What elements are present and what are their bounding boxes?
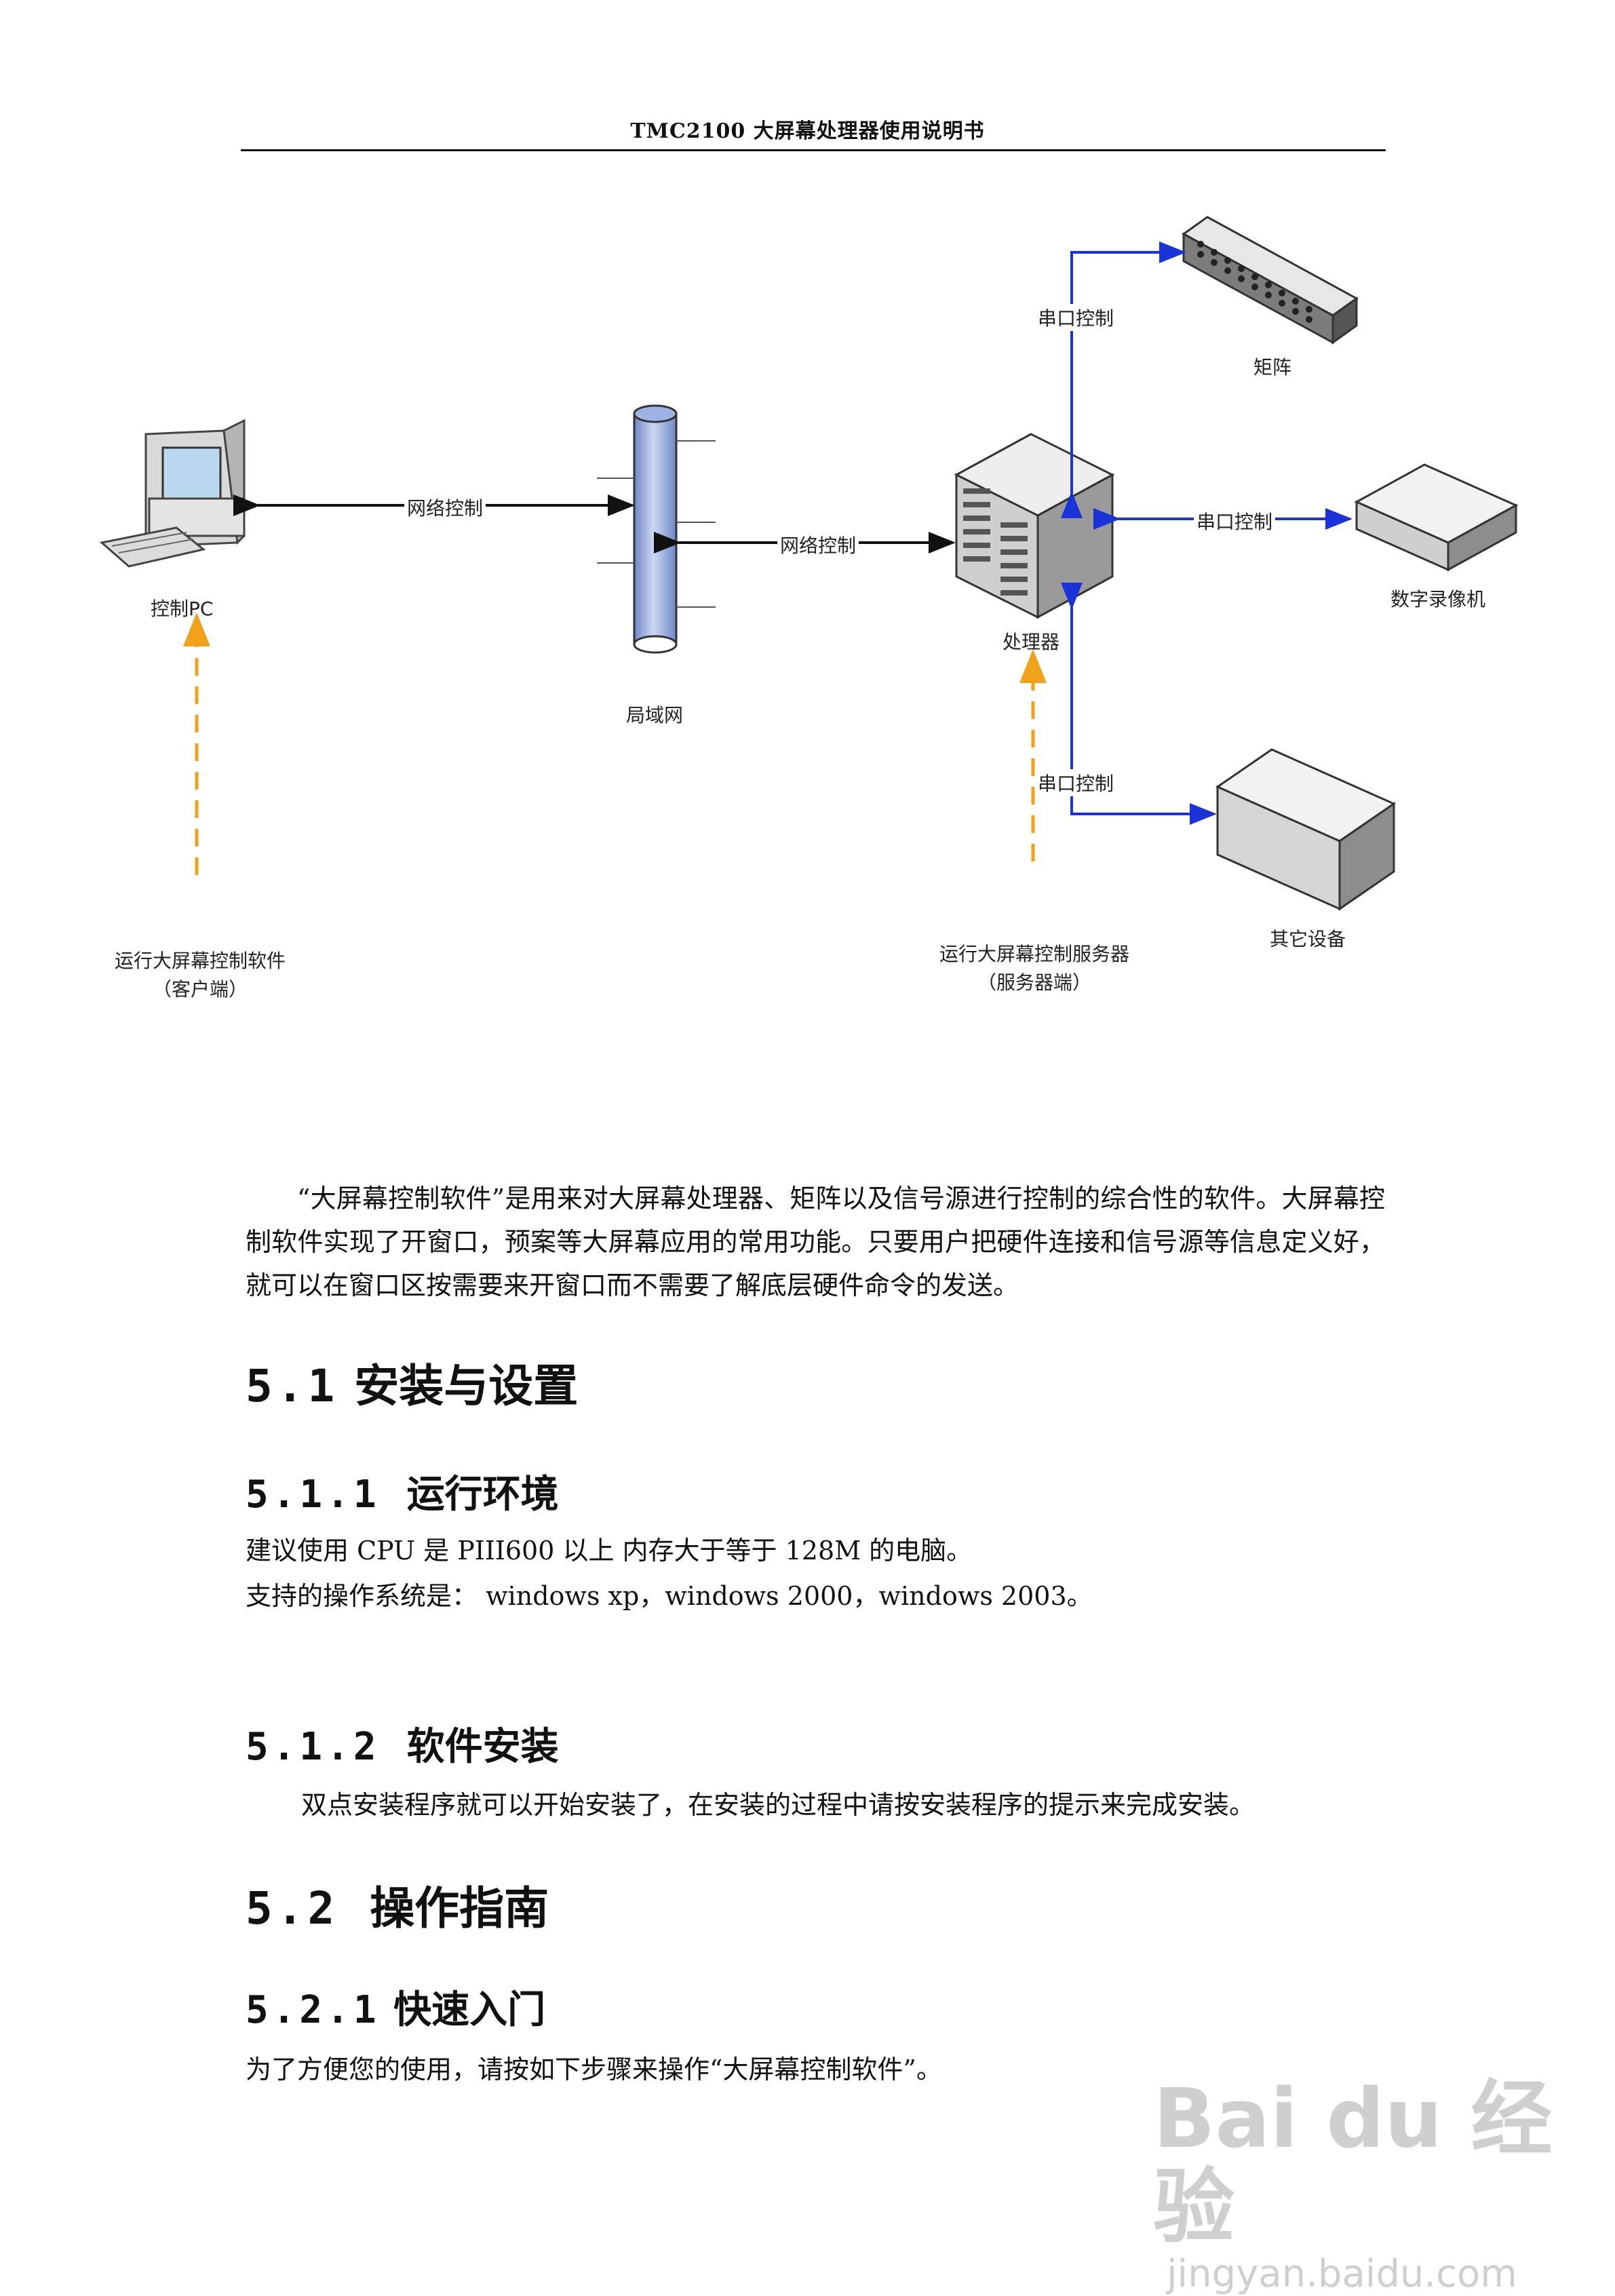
processor-label: 处理器 bbox=[1003, 631, 1060, 653]
section-number: 5.1.2 bbox=[246, 1725, 381, 1769]
matrix-switch-icon bbox=[1182, 216, 1359, 345]
net-control-label-1: 网络控制 bbox=[404, 494, 486, 521]
watermark-url: jingyan.baidu.com bbox=[1167, 2252, 1517, 2296]
dvr-label: 数字录像机 bbox=[1390, 588, 1486, 610]
header-rule bbox=[241, 149, 1386, 151]
quick-start-instruction: 为了方便您的使用，请按如下步骤来操作“大屏幕控制软件”。 bbox=[246, 2055, 942, 2084]
serial-control-label-matrix: 串口控制 bbox=[1035, 304, 1117, 331]
pc-label: 控制PC bbox=[151, 598, 214, 620]
env-os-line: 支持的操作系统是： windows xp，windows 2000，window… bbox=[246, 1581, 1093, 1611]
serial-control-label-dvr: 串口控制 bbox=[1194, 507, 1276, 534]
client-caption-line2: （客户端） bbox=[152, 978, 248, 1000]
section-heading-5-1: 5.1 安装与设置 bbox=[246, 1350, 578, 1415]
processor-server-icon bbox=[954, 433, 1115, 619]
lan-bus-icon bbox=[597, 404, 716, 654]
intro-text: “大屏幕控制软件”是用来对大屏幕处理器、矩阵以及信号源进行控制的综合性的软件。大… bbox=[246, 1184, 1385, 1300]
section-heading-5-2-1: 5.2.1 快速入门 bbox=[246, 1979, 545, 2034]
net-control-label-2: 网络控制 bbox=[777, 531, 859, 558]
section-title: 操作指南 bbox=[370, 1882, 549, 1934]
client-caption-line1: 运行大屏幕控制软件 bbox=[114, 950, 286, 972]
network-diagram bbox=[99, 216, 1519, 911]
page-header-title: TMC2100 大屏幕处理器使用说明书 bbox=[630, 119, 985, 143]
section-number: 5.1.1 bbox=[246, 1473, 381, 1517]
matrix-label: 矩阵 bbox=[1253, 356, 1292, 378]
section-heading-5-2: 5.2 操作指南 bbox=[246, 1872, 549, 1937]
other-device-label: 其它设备 bbox=[1270, 928, 1346, 950]
server-caption-line2: （服务器端） bbox=[977, 971, 1091, 994]
section-number: 5.2 bbox=[246, 1882, 339, 1934]
processor-other-serial-arrow bbox=[1061, 583, 1217, 825]
dvr-device-icon bbox=[1354, 463, 1519, 572]
section-title: 运行环境 bbox=[406, 1473, 559, 1517]
install-instruction: 双点安装程序就可以开始安装了，在安装的过程中请按安装程序的提示来完成安装。 bbox=[301, 1790, 1256, 1820]
intro-paragraph: “大屏幕控制软件”是用来对大屏幕处理器、矩阵以及信号源进行控制的综合性的软件。大… bbox=[246, 1177, 1385, 1307]
other-device-icon bbox=[1215, 748, 1397, 911]
pc-computer-icon bbox=[99, 419, 246, 568]
section-number: 5.1 bbox=[246, 1360, 339, 1412]
section-number: 5.2.1 bbox=[246, 1988, 381, 2032]
section-heading-5-1-1: 5.1.1 运行环境 bbox=[246, 1464, 559, 1519]
env-requirement-line: 建议使用 CPU 是 PIII600 以上 内存大于等于 128M 的电脑。 bbox=[246, 1536, 973, 1565]
section-title: 安装与设置 bbox=[354, 1360, 579, 1412]
section-title: 软件安装 bbox=[406, 1725, 559, 1769]
baidu-jingyan-watermark: Bai du 经验 jingyan.baidu.com bbox=[1153, 2072, 1560, 2296]
processor-matrix-serial-arrow bbox=[1061, 241, 1186, 518]
serial-control-label-other: 串口控制 bbox=[1035, 769, 1117, 796]
watermark-brand: Bai du 经验 bbox=[1153, 2072, 1553, 2255]
section-heading-5-1-2: 5.1.2 软件安装 bbox=[246, 1716, 559, 1771]
section-title: 快速入门 bbox=[393, 1988, 546, 2032]
server-caption-line1: 运行大屏幕控制服务器 bbox=[939, 943, 1129, 965]
lan-label: 局域网 bbox=[626, 704, 684, 726]
